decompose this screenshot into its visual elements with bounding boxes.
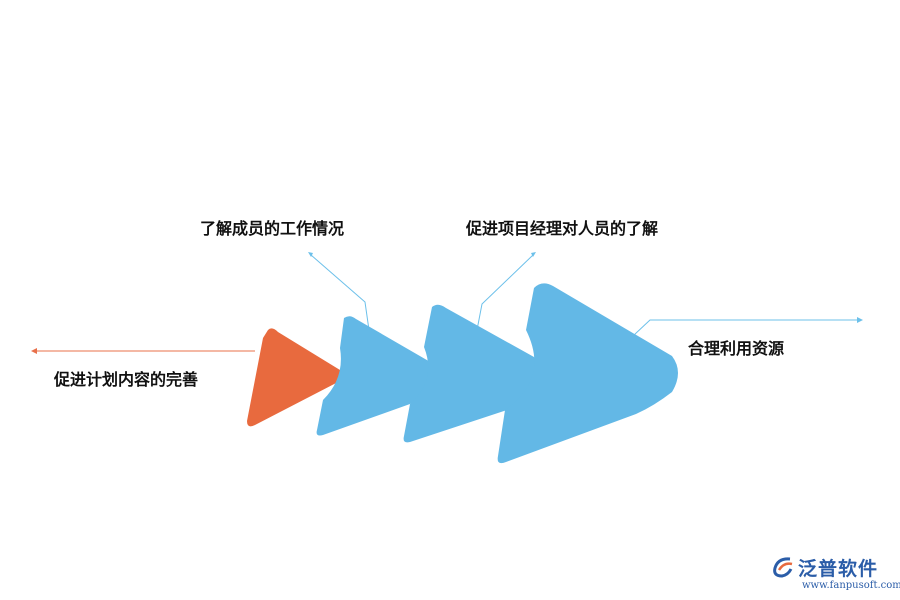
mid2-connector xyxy=(476,252,536,331)
logo-mark-icon xyxy=(773,557,793,578)
blue-arrow-3 xyxy=(497,283,678,464)
right-connector xyxy=(632,317,863,337)
logo-url: www.fanpusoft.com xyxy=(802,580,900,591)
label-member-work: 了解成员的工作情况 xyxy=(200,219,345,238)
mid1-connector xyxy=(308,252,370,331)
fanpu-logo: 泛普软件 www.fanpusoft.com xyxy=(770,554,900,596)
logo-name: 泛普软件 xyxy=(798,558,879,580)
blue-arrow-2 xyxy=(403,304,540,443)
label-resource-use: 合理利用资源 xyxy=(688,339,785,358)
orange-triangle xyxy=(247,328,343,427)
blue-arrow-1 xyxy=(316,316,437,436)
label-plan-improvement: 促进计划内容的完善 xyxy=(54,370,199,389)
label-manager-understanding: 促进项目经理对人员的了解 xyxy=(466,219,659,238)
left-connector xyxy=(31,348,255,354)
